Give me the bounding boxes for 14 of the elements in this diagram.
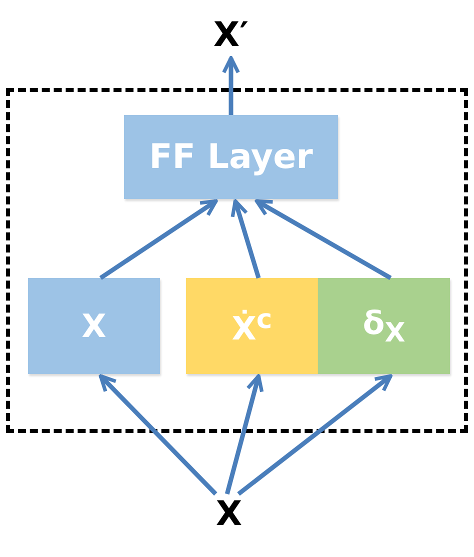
arrow [99,199,218,280]
input-box: X [28,278,160,374]
layer-box: FF Layer [124,115,338,199]
arrow [222,56,240,115]
arrow [254,199,392,280]
arrow [237,374,392,496]
input-box: δ$_{X}$ [318,278,450,374]
input-box: Ẋ$^{c}$ [186,278,318,374]
arrow [230,199,261,279]
output-label: X′ [203,14,259,56]
dashed-frame [6,88,468,433]
input-label: X [210,494,248,534]
arrow [224,374,264,495]
arrow [98,374,218,496]
